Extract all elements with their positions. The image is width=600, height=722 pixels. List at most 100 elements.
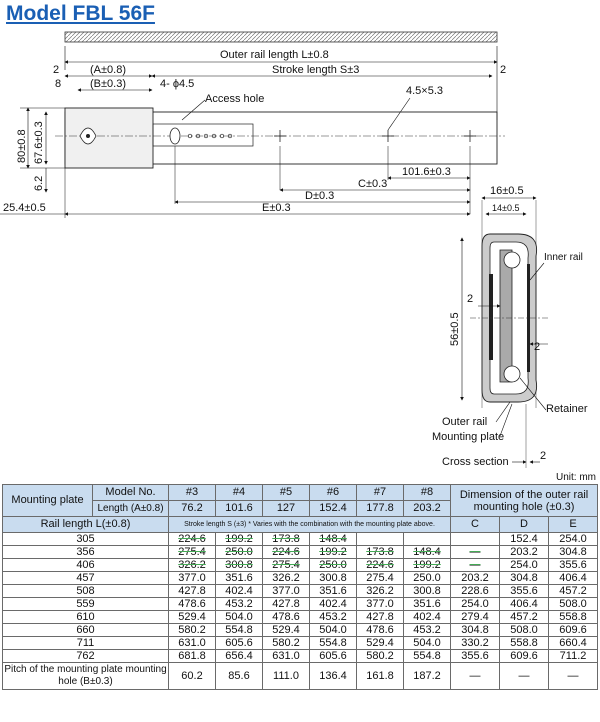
value-cell: 275.4 — [356, 571, 404, 585]
value-cell: 355.6 — [499, 584, 549, 598]
spec-table: Mounting plate Model No. #3 #4 #5 #6 #7 … — [2, 484, 599, 690]
value-cell: 224.6 — [262, 545, 310, 559]
value-cell — [356, 532, 404, 546]
value-cell: 152.4 — [499, 532, 549, 546]
rail-length-cell: 508 — [2, 584, 169, 598]
outer-rail-length-label: Outer rail length L±0.8 — [220, 49, 329, 61]
height-80-label: 80±0.8 — [16, 129, 28, 163]
value-cell: 427.8 — [168, 584, 216, 598]
value-cell: 406.4 — [499, 597, 549, 611]
pitch-cell: 187.2 — [403, 662, 451, 690]
value-cell: 529.4 — [262, 623, 310, 637]
model-cell: #6 — [309, 484, 357, 501]
value-cell: 580.2 — [262, 636, 310, 650]
value-cell: 453.2 — [309, 610, 357, 624]
rail-length-cell: 305 — [2, 532, 169, 546]
value-cell: 173.8 — [356, 545, 404, 559]
value-cell: 681.8 — [168, 649, 216, 663]
value-cell: — — [450, 545, 500, 559]
value-cell: 275.4 — [262, 558, 310, 572]
value-cell: 427.8 — [262, 597, 310, 611]
value-cell: 250.0 — [309, 558, 357, 572]
value-cell: 529.4 — [356, 636, 404, 650]
rail-length-cell: 711 — [2, 636, 169, 650]
value-cell: 203.2 — [450, 571, 500, 585]
technical-drawing: Outer rail length L±0.8 (A±0.8) Stroke l… — [0, 31, 588, 468]
value-cell: 558.8 — [499, 636, 549, 650]
value-cell: 529.4 — [168, 610, 216, 624]
value-cell: 402.4 — [403, 610, 451, 624]
value-cell: 453.2 — [403, 623, 451, 637]
width-16-label: 16±0.5 — [490, 185, 524, 197]
value-cell: 254.0 — [547, 532, 599, 546]
dim-25-4-label: 25.4±0.5 — [3, 202, 46, 214]
dim-101-6-label: 101.6±0.3 — [402, 166, 451, 178]
pitch-label: Pitch of the mounting plate mounting hol… — [2, 662, 169, 690]
value-cell: 224.6 — [168, 532, 216, 546]
value-cell: 199.2 — [215, 532, 263, 546]
value-cell: 660.4 — [547, 636, 599, 650]
e-header: E — [547, 516, 599, 533]
value-cell: 580.2 — [168, 623, 216, 637]
pitch-cell: 161.8 — [356, 662, 404, 690]
value-cell: 279.4 — [450, 610, 500, 624]
slot-size-label: 4.5×5.3 — [406, 85, 443, 97]
model-cell: #3 — [168, 484, 216, 501]
value-cell: 377.0 — [262, 584, 310, 598]
pitch-cell: 136.4 — [309, 662, 357, 690]
dimension-header: Dimension of the outer rail mounting hol… — [449, 484, 599, 517]
cross-section-label: Cross section — [442, 456, 509, 468]
value-cell: 554.8 — [403, 649, 451, 663]
value-cell: 199.2 — [403, 558, 451, 572]
page-title: Model FBL 56F — [6, 2, 155, 25]
value-cell: 351.6 — [309, 584, 357, 598]
pitch-cell: 111.0 — [262, 662, 310, 690]
inner-rail-profile — [499, 249, 513, 383]
length-cell: 203.2 — [403, 500, 451, 517]
width-14-label: 14±0.5 — [492, 203, 519, 213]
value-cell: 508.0 — [547, 597, 599, 611]
model-no-header: Model No. — [92, 484, 169, 501]
inner-rail-label: Inner rail — [544, 252, 583, 263]
rail-length-header: Rail length L(±0.8) — [2, 516, 169, 533]
value-cell: 326.2 — [356, 584, 404, 598]
height-56-label: 56±0.5 — [449, 312, 461, 346]
rail-length-cell: 762 — [2, 649, 169, 663]
length-cell: 127 — [262, 500, 310, 517]
holes-label: 4- ϕ4.5 — [160, 78, 194, 90]
mounting-plate-header: Mounting plate — [2, 484, 93, 517]
pitch-cell: 60.2 — [168, 662, 216, 690]
stroke-note: Stroke length S (±3) * Varies with the c… — [168, 516, 451, 533]
value-cell: 250.0 — [403, 571, 451, 585]
value-cell: 300.8 — [403, 584, 451, 598]
value-cell: 224.6 — [356, 558, 404, 572]
pitch-cell: — — [547, 662, 599, 690]
rail-top-view — [64, 31, 498, 43]
value-cell: 148.4 — [309, 532, 357, 546]
dim-c-label: C±0.3 — [358, 178, 387, 190]
dim-8-label: 8 — [55, 78, 61, 90]
value-cell: 427.8 — [356, 610, 404, 624]
model-cell: #4 — [215, 484, 263, 501]
rail-length-cell: 406 — [2, 558, 169, 572]
outer-rail-label: Outer rail — [442, 416, 487, 428]
value-cell: 326.2 — [262, 571, 310, 585]
value-cell: 355.6 — [450, 649, 500, 663]
value-cell: 173.8 — [262, 532, 310, 546]
value-cell: 457.2 — [499, 610, 549, 624]
value-cell — [450, 532, 500, 546]
value-cell: 300.8 — [215, 558, 263, 572]
value-cell: 508.0 — [499, 623, 549, 637]
b-pitch-label: (B±0.3) — [90, 78, 126, 90]
value-cell: 504.0 — [309, 623, 357, 637]
pitch-cell: 85.6 — [215, 662, 263, 690]
value-cell: 351.6 — [403, 597, 451, 611]
value-cell: 609.6 — [547, 623, 599, 637]
